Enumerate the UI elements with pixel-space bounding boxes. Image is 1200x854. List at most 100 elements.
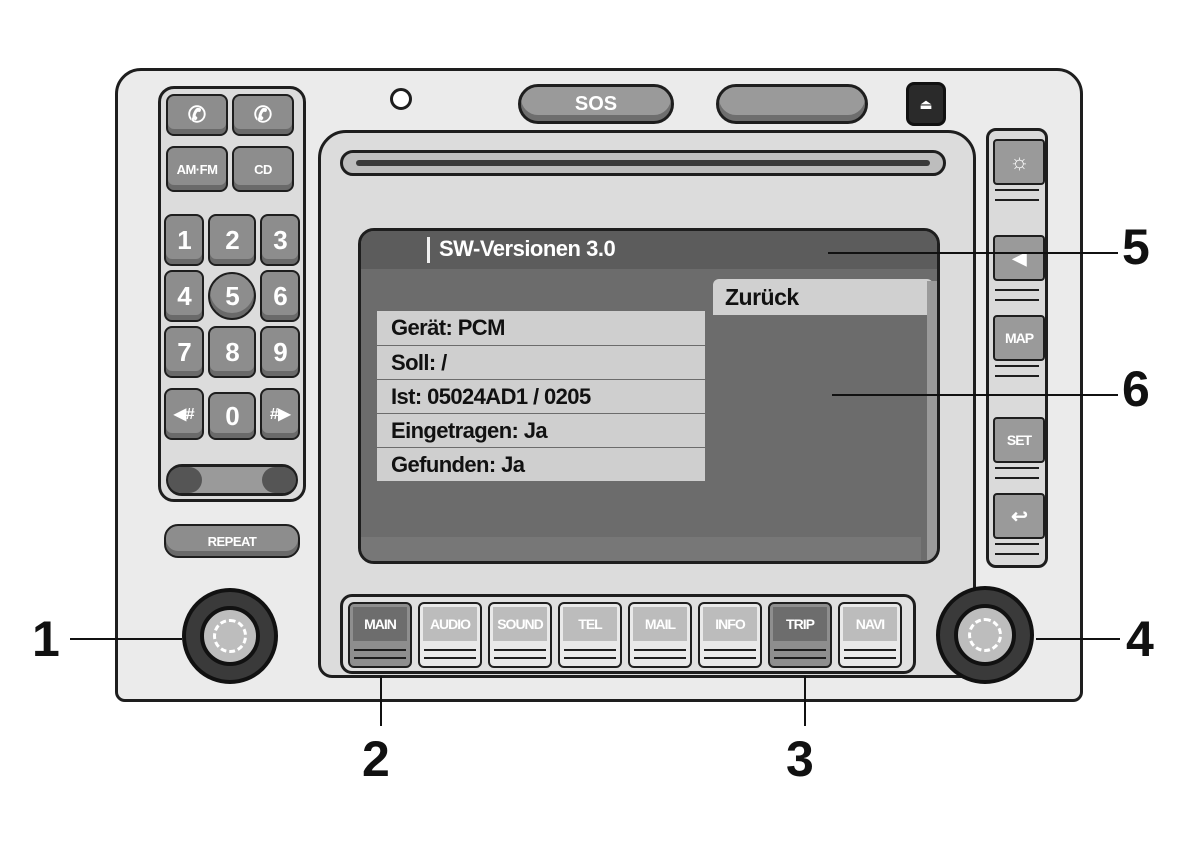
list-item[interactable]: Gerät: PCM xyxy=(391,315,505,340)
divider xyxy=(995,543,1039,545)
key-3[interactable]: 3 xyxy=(260,214,300,266)
divider xyxy=(995,289,1039,291)
divider xyxy=(704,657,756,659)
key-7[interactable]: 7 xyxy=(164,326,204,378)
rocker-right-end xyxy=(262,467,296,493)
divider xyxy=(774,649,826,651)
function-key-navi[interactable]: NAVI xyxy=(838,602,902,668)
function-key-trip[interactable]: TRIP xyxy=(768,602,832,668)
divider xyxy=(354,649,406,651)
volume-knob[interactable] xyxy=(182,588,278,684)
divider xyxy=(844,649,896,651)
rocker-left-end xyxy=(168,467,202,493)
map-button[interactable]: MAP xyxy=(993,315,1045,361)
divider xyxy=(995,553,1039,555)
callout-3: 3 xyxy=(786,731,814,787)
callout-line-3 xyxy=(804,676,806,726)
function-key-label: INFO xyxy=(703,607,757,641)
divider xyxy=(494,649,546,651)
blank-top-button[interactable] xyxy=(716,84,868,124)
divider xyxy=(564,649,616,651)
divider xyxy=(634,657,686,659)
callout-2: 2 xyxy=(362,731,390,787)
divider xyxy=(995,199,1039,201)
amfm-button[interactable]: AM·FM xyxy=(166,146,228,192)
divider xyxy=(774,657,826,659)
function-key-label: TRIP xyxy=(773,607,827,641)
callout-line-5 xyxy=(828,252,1118,254)
divider xyxy=(844,657,896,659)
function-key-sound[interactable]: SOUND xyxy=(488,602,552,668)
back-button[interactable]: Zurück xyxy=(713,279,933,315)
function-key-label: MAIL xyxy=(633,607,687,641)
key-0[interactable]: 0 xyxy=(208,392,256,440)
divider xyxy=(995,365,1039,367)
brightness-button[interactable]: ☼ xyxy=(993,139,1045,185)
set-button[interactable]: SET xyxy=(993,417,1045,463)
cd-slot-opening xyxy=(356,160,930,166)
phone-end-button[interactable]: ✆ xyxy=(232,94,294,136)
divider xyxy=(704,649,756,651)
divider xyxy=(995,189,1039,191)
phone-accept-button[interactable]: ✆ xyxy=(166,94,228,136)
microphone-hole xyxy=(390,88,412,110)
callout-4: 4 xyxy=(1126,611,1154,667)
display-screen: SW-Versionen 3.0 Zurück Gerät: PCM Soll:… xyxy=(358,228,940,564)
rotary-push-knob[interactable] xyxy=(936,586,1034,684)
scrollbar[interactable] xyxy=(927,281,937,561)
sos-button[interactable]: SOS xyxy=(518,84,674,124)
list-item[interactable]: Gefunden: Ja xyxy=(377,447,705,481)
divider xyxy=(995,477,1039,479)
callout-line-4 xyxy=(1036,638,1120,640)
function-key-audio[interactable]: AUDIO xyxy=(418,602,482,668)
callout-5: 5 xyxy=(1122,219,1150,275)
page-title: SW-Versionen 3.0 xyxy=(439,236,616,261)
function-key-info[interactable]: INFO xyxy=(698,602,762,668)
function-key-label: SOUND xyxy=(493,607,547,641)
status-bar xyxy=(361,537,921,561)
eject-button[interactable]: ⏏ xyxy=(906,82,946,126)
side-back-button[interactable]: ◀ xyxy=(993,235,1045,281)
callout-line-1 xyxy=(70,638,182,640)
divider xyxy=(354,657,406,659)
key-9[interactable]: 9 xyxy=(260,326,300,378)
key-5[interactable]: 5 xyxy=(208,272,256,320)
title-separator xyxy=(427,237,430,263)
callout-1: 1 xyxy=(32,611,60,667)
software-info-list: Gerät: PCM Soll: / Ist: 05024AD1 / 0205 … xyxy=(377,311,705,481)
divider xyxy=(995,375,1039,377)
callout-6: 6 xyxy=(1122,361,1150,417)
right-key-column: ☼ ◀ MAP SET ↩ xyxy=(986,128,1048,568)
function-key-label: NAVI xyxy=(843,607,897,641)
key-2[interactable]: 2 xyxy=(208,214,256,266)
function-key-label: AUDIO xyxy=(423,607,477,641)
key-hash-left[interactable]: ◀# xyxy=(164,388,204,440)
list-item[interactable]: Soll: / xyxy=(377,345,705,379)
function-key-label: TEL xyxy=(563,607,617,641)
divider xyxy=(424,657,476,659)
repeat-button[interactable]: REPEAT xyxy=(164,524,300,558)
list-item[interactable]: Eingetragen: Ja xyxy=(377,413,705,447)
divider xyxy=(564,657,616,659)
key-8[interactable]: 8 xyxy=(208,326,256,378)
key-6[interactable]: 6 xyxy=(260,270,300,322)
callout-line-2 xyxy=(380,676,382,726)
callout-line-6 xyxy=(832,394,1118,396)
divider xyxy=(995,299,1039,301)
divider xyxy=(995,467,1039,469)
list-item[interactable]: Ist: 05024AD1 / 0205 xyxy=(377,379,705,413)
key-1[interactable]: 1 xyxy=(164,214,204,266)
cd-button[interactable]: CD xyxy=(232,146,294,192)
divider xyxy=(494,657,546,659)
function-key-label: MAIN xyxy=(353,607,407,641)
back-panel xyxy=(713,315,933,535)
title-bar xyxy=(361,231,937,269)
return-button[interactable]: ↩ xyxy=(993,493,1045,539)
divider xyxy=(424,649,476,651)
divider xyxy=(634,649,686,651)
key-4[interactable]: 4 xyxy=(164,270,204,322)
function-key-tel[interactable]: TEL xyxy=(558,602,622,668)
function-key-main[interactable]: MAIN xyxy=(348,602,412,668)
key-hash-right[interactable]: #▶ xyxy=(260,388,300,440)
function-key-mail[interactable]: MAIL xyxy=(628,602,692,668)
